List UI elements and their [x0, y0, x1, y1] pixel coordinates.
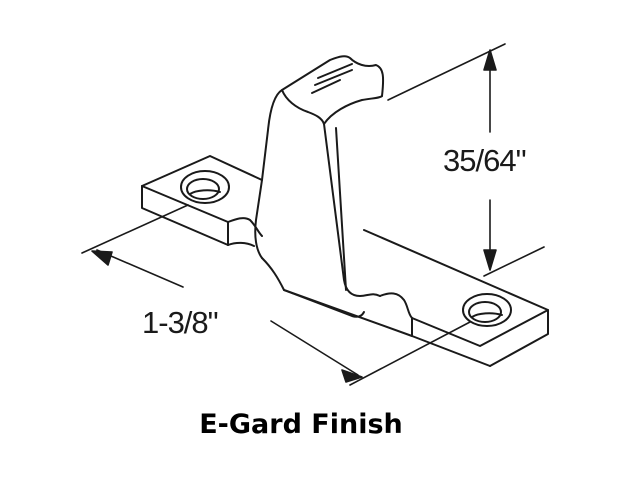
upright-body [254, 55, 385, 318]
finish-caption-container: E-Gard Finish [0, 409, 640, 440]
height-dimension-label: 35/64" [443, 143, 527, 178]
length-dimension-label: 1-3/8" [142, 305, 219, 340]
height-dimension [387, 43, 545, 277]
finish-caption: E-Gard Finish [199, 409, 403, 440]
right-mounting-tab [283, 229, 549, 367]
length-dimension [81, 204, 471, 386]
left-mounting-tab [141, 155, 263, 247]
